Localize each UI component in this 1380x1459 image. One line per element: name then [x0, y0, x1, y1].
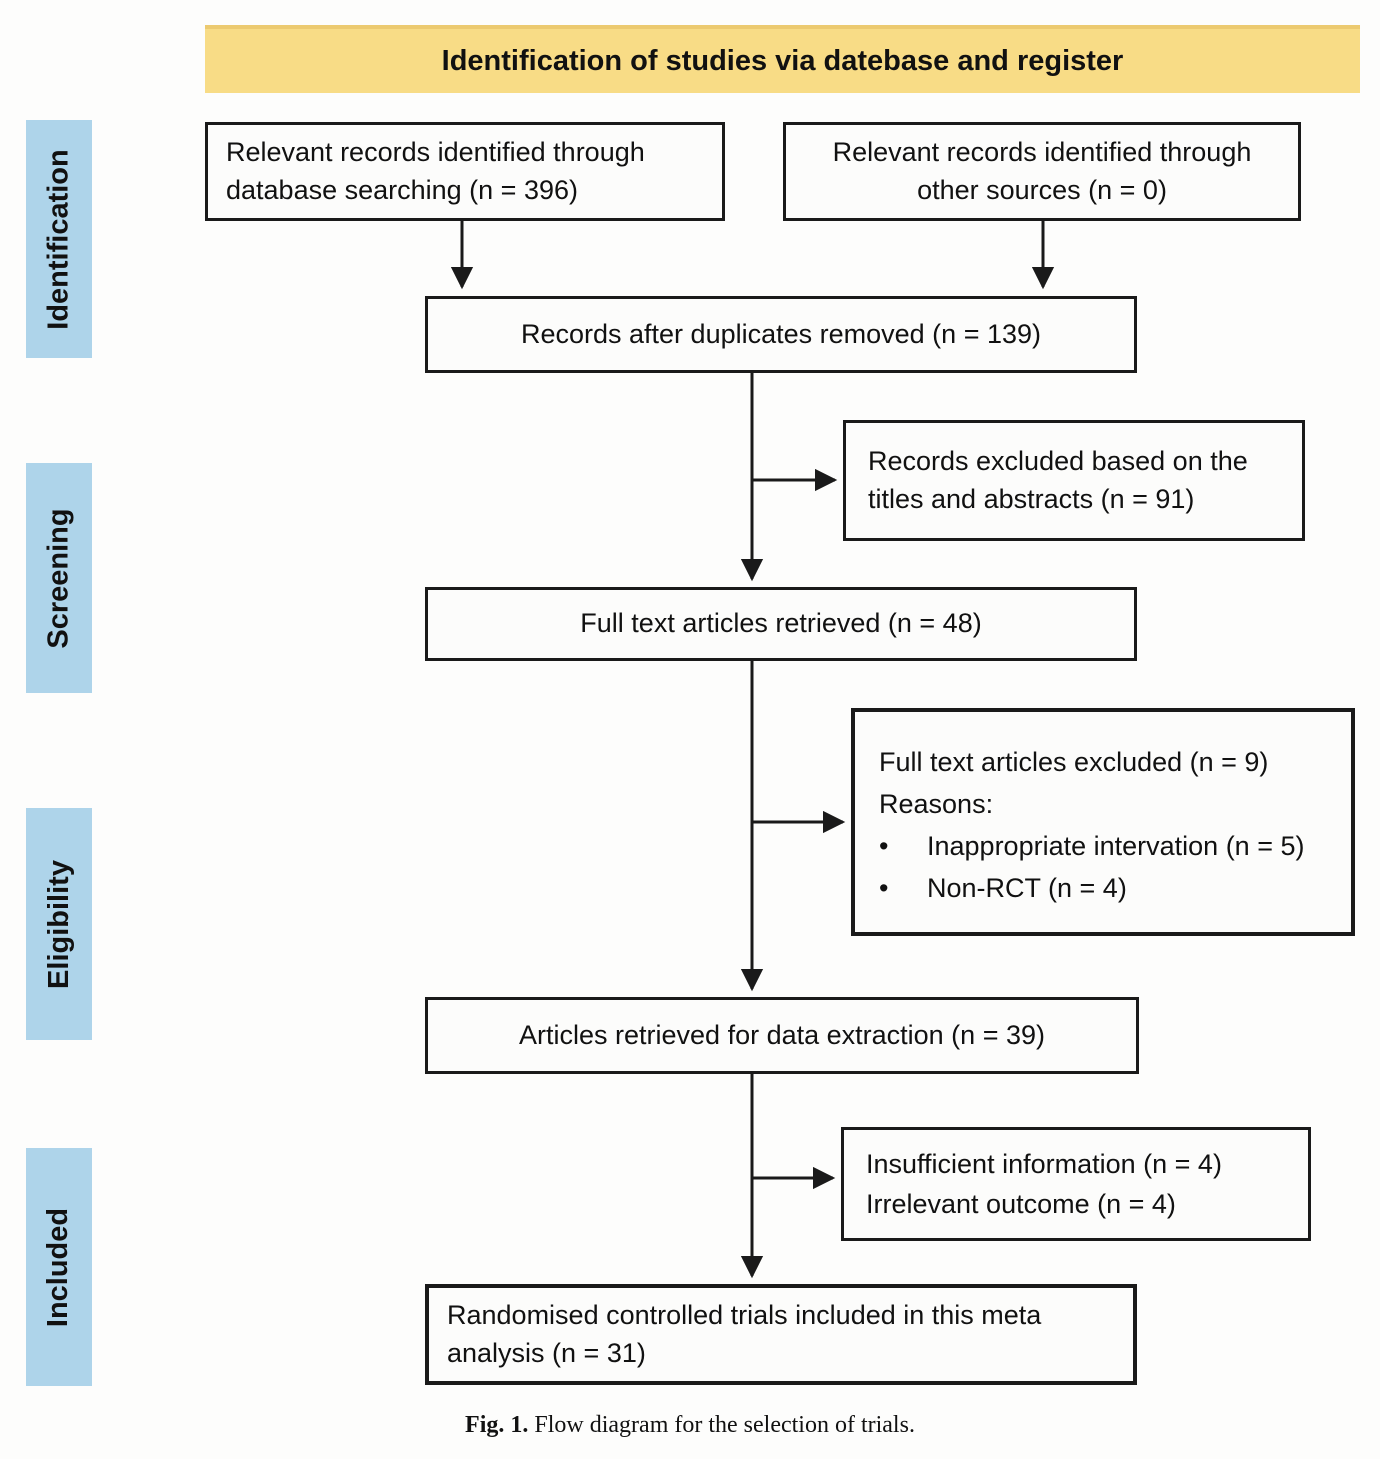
- stage-label-text: Included: [42, 1207, 75, 1327]
- box-text-line: Reasons:: [879, 788, 994, 819]
- figure-caption-label: Fig. 1.: [465, 1412, 529, 1438]
- bullet-icon: •: [879, 830, 889, 861]
- figure-caption: Fig. 1. Flow diagram for the selection o…: [0, 1412, 1380, 1439]
- box-text-line: Records excluded based on the: [868, 446, 1248, 477]
- stage-label-identification: Identification: [26, 120, 92, 358]
- figure-caption-text: Flow diagram for the selection of trials…: [528, 1412, 915, 1438]
- stage-label-screening: Screening: [26, 463, 92, 693]
- box-text-line: Non-RCT (n = 4): [927, 872, 1127, 903]
- box-text-line: Inappropriate intervation (n = 5): [927, 830, 1305, 861]
- bullet-icon: •: [879, 872, 889, 903]
- diagram-title-banner: Identification of studies via datebase a…: [205, 25, 1360, 93]
- box-text-line: Randomised controlled trials included in…: [447, 1300, 1042, 1331]
- stage-label-text: Screening: [42, 507, 75, 649]
- stage-label-included: Included: [26, 1148, 92, 1386]
- stage-label-text: Identification: [42, 148, 75, 330]
- diagram-title: Identification of studies via datebase a…: [441, 44, 1124, 77]
- stage-label-text: Eligibility: [42, 859, 75, 989]
- box-fulltext-retrieved: Full text articles retrieved (n = 48): [425, 587, 1137, 661]
- box-database-search: Relevant records identified through data…: [205, 122, 725, 221]
- box-text-line: Articles retrieved for data extraction (…: [519, 1019, 1045, 1050]
- box-text-line: Full text articles retrieved (n = 48): [580, 608, 982, 639]
- box-text-line: Insufficient information (n = 4): [866, 1148, 1222, 1179]
- box-included-trials: Randomised controlled trials included in…: [425, 1284, 1137, 1385]
- box-text-line: Irrelevant outcome (n = 4): [866, 1189, 1176, 1219]
- box-other-sources: Relevant records identified through othe…: [783, 122, 1301, 221]
- box-records-excluded: Records excluded based on the titles and…: [843, 420, 1305, 541]
- box-data-extraction: Articles retrieved for data extraction (…: [425, 997, 1139, 1074]
- stage-label-eligibility: Eligibility: [26, 808, 92, 1040]
- box-text-line: database searching (n = 396): [226, 174, 578, 205]
- box-text-line: analysis (n = 31): [447, 1337, 646, 1368]
- box-text-line: Relevant records identified through: [226, 137, 645, 168]
- box-duplicates-removed: Records after duplicates removed (n = 13…: [425, 296, 1137, 373]
- box-fulltext-excluded: Full text articles excluded (n = 9) Reas…: [851, 708, 1355, 936]
- box-text-line: Full text articles excluded (n = 9): [879, 747, 1269, 777]
- box-text-line: other sources (n = 0): [917, 174, 1167, 205]
- box-text-line: Relevant records identified through: [832, 137, 1252, 168]
- box-excluded-outcomes: Insufficient information (n = 4) Irrelev…: [841, 1127, 1311, 1241]
- box-text-line: titles and abstracts (n = 91): [868, 483, 1195, 514]
- box-text-line: Records after duplicates removed (n = 13…: [520, 318, 1041, 349]
- exclusion-reason-item: • Non-RCT (n = 4): [879, 868, 1327, 910]
- exclusion-reason-item: • Inappropriate intervation (n = 5): [879, 826, 1327, 868]
